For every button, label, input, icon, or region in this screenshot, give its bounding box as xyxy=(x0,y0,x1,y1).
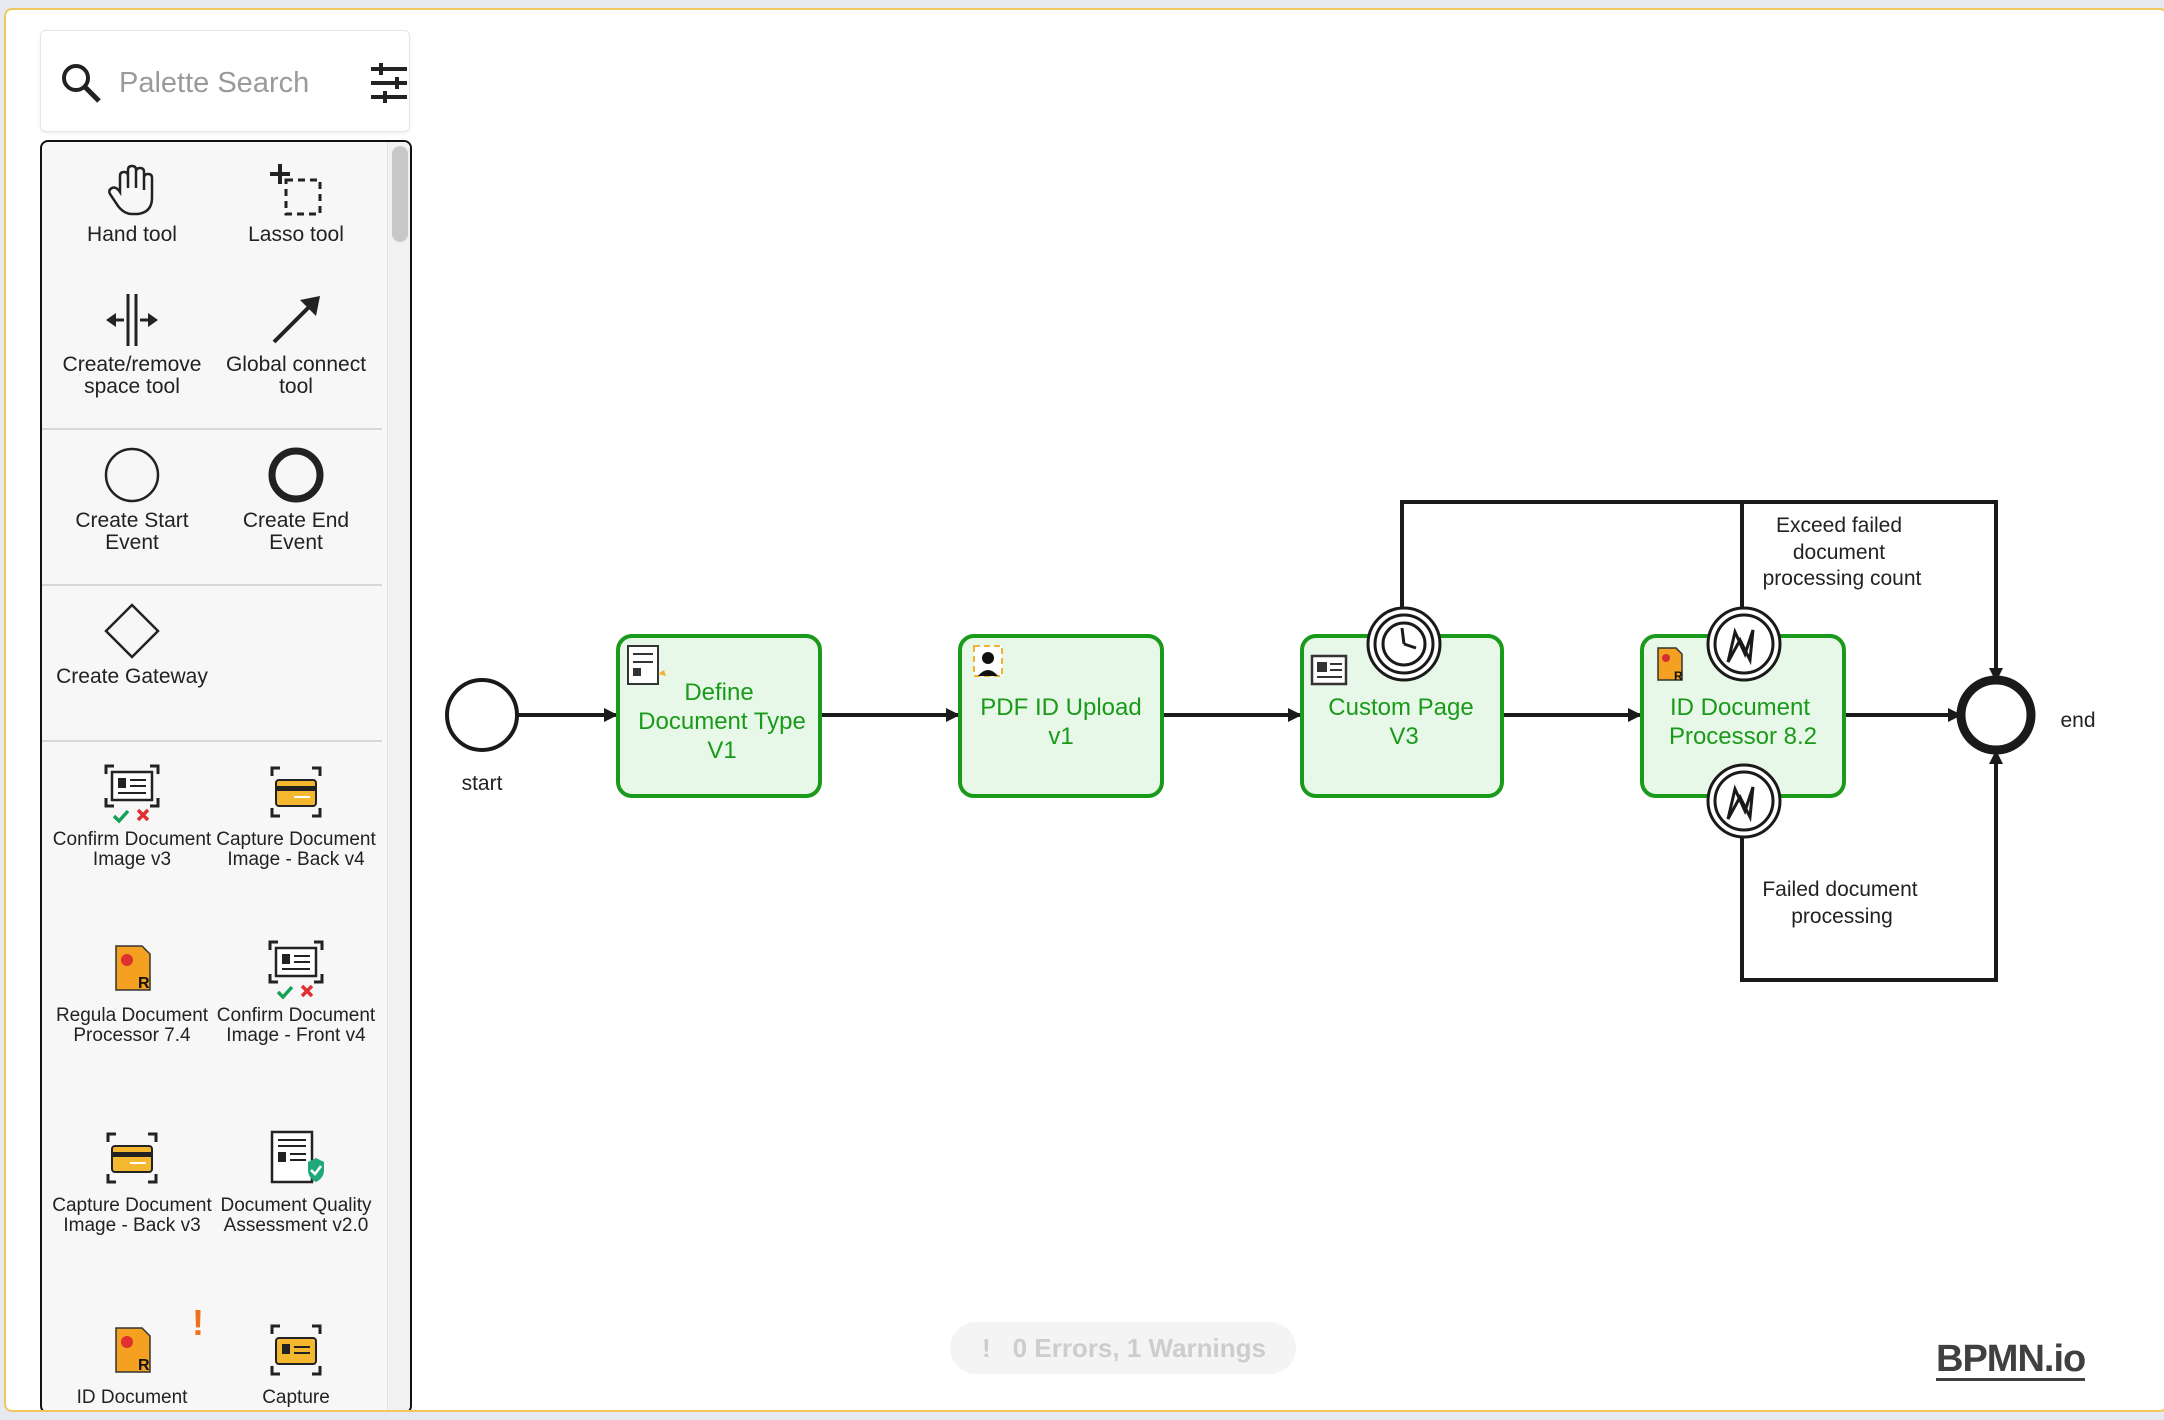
palette-item-confirm-front-v4[interactable]: Confirm Document Image - Front v4 xyxy=(214,936,378,1046)
item-label: Capture Document Image - Back v4 xyxy=(216,829,376,870)
item-label: ID Document xyxy=(76,1387,188,1408)
palette-separator xyxy=(42,584,382,586)
end-event[interactable] xyxy=(1956,675,2036,755)
confirm-document-icon xyxy=(104,764,160,824)
create-end-event[interactable]: Create End Event xyxy=(214,446,378,554)
regula-document-icon: R xyxy=(115,1327,151,1374)
tool-label: Create Start Event xyxy=(75,509,189,554)
task-label-line: V3 xyxy=(1389,723,1418,750)
task-pdf-id-upload[interactable]: PDF ID Upload v1 xyxy=(958,634,1164,798)
task-label-line: ID Document xyxy=(1670,694,1810,721)
palette-separator xyxy=(42,428,382,430)
svg-text:R: R xyxy=(138,975,150,992)
capture-document-icon xyxy=(270,1324,322,1376)
modeler-frame: start end Define Document Type V1 xyxy=(4,8,2164,1412)
create-gateway[interactable]: Create Gateway xyxy=(50,602,214,688)
task-label-line: Define xyxy=(684,679,753,706)
task-label-line: v1 xyxy=(1048,723,1073,750)
filter-settings-icon[interactable] xyxy=(367,61,411,105)
regula-document-icon: R xyxy=(1657,647,1683,683)
palette-search-input[interactable] xyxy=(117,59,351,107)
tool-label: Create End Event xyxy=(242,509,350,554)
exceed-label: processing count xyxy=(1763,567,1922,590)
custom-page-icon xyxy=(1310,654,1348,686)
space-tool-icon xyxy=(106,294,158,346)
palette-separator xyxy=(42,740,382,742)
failed-label: processing xyxy=(1791,905,1893,928)
document-type-icon xyxy=(627,645,666,685)
tool-label: Lasso tool xyxy=(248,223,344,246)
task-label-line: V1 xyxy=(707,737,736,764)
task-define-document-type[interactable]: Define Document Type V1 xyxy=(616,634,822,798)
bpmn-io-logo[interactable]: BPMN.io xyxy=(1936,1338,2086,1381)
task-label-line: Processor 8.2 xyxy=(1669,723,1817,750)
hand-tool[interactable]: Hand tool xyxy=(50,162,214,246)
palette-item-document-quality[interactable]: Document Quality Assessment v2.0 xyxy=(214,1126,378,1236)
item-label: Confirm Document Image v3 xyxy=(52,829,212,870)
palette-item-id-document[interactable]: R ID Document xyxy=(50,1318,214,1408)
diagram-svg: start end Define Document Type V1 xyxy=(445,500,2096,982)
error-boundary-bottom[interactable] xyxy=(1706,763,1782,839)
connect-arrow-icon xyxy=(272,296,320,344)
hand-icon xyxy=(108,164,154,216)
global-connect-tool[interactable]: Global connect tool xyxy=(214,292,378,398)
search-icon xyxy=(62,64,101,103)
capture-document-icon xyxy=(106,1132,158,1184)
flow-timer-end xyxy=(1400,500,2003,682)
lasso-tool[interactable]: Lasso tool xyxy=(214,162,378,246)
linting-status-text: 0 Errors, 1 Warnings xyxy=(1012,1332,1267,1363)
palette: Hand tool Lasso tool Create/remove space… xyxy=(40,140,412,1410)
regula-document-icon: R xyxy=(115,945,151,992)
palette-search xyxy=(40,30,410,132)
task-custom-page[interactable]: Custom Page V3 xyxy=(1300,634,1504,798)
start-event[interactable] xyxy=(445,678,519,752)
confirm-document-icon xyxy=(268,940,324,1000)
sequence-flows xyxy=(518,500,2003,982)
palette-item-capture-back-v3[interactable]: Capture Document Image - Back v3 xyxy=(50,1126,214,1236)
task-label-line: Custom Page xyxy=(1328,694,1473,721)
linting-status[interactable]: ! 0 Errors, 1 Warnings xyxy=(950,1322,1296,1374)
create-start-event[interactable]: Create Start Event xyxy=(50,446,214,554)
space-tool[interactable]: Create/remove space tool xyxy=(50,292,214,398)
capture-document-icon xyxy=(270,766,322,818)
task-label-line: Document Type xyxy=(638,708,806,735)
palette-item-capture[interactable]: Capture xyxy=(214,1318,378,1408)
error-icon xyxy=(1726,784,1755,823)
palette-scroll-track[interactable] xyxy=(387,142,410,1410)
task-label-line: PDF ID Upload xyxy=(980,694,1141,721)
exceed-label: document xyxy=(1793,541,1885,564)
palette-item-confirm-document-v3[interactable]: Confirm Document Image v3 xyxy=(50,760,214,870)
exceed-label: Exceed failed xyxy=(1776,514,1902,537)
tool-label: Create Gateway xyxy=(56,665,208,688)
item-label: Regula Document Processor 7.4 xyxy=(55,1005,209,1046)
start-label: start xyxy=(462,772,503,795)
svg-text:R: R xyxy=(1674,669,1683,683)
tool-label: Global connect tool xyxy=(225,353,367,398)
item-label: Capture xyxy=(262,1387,330,1408)
warning-mark: ! xyxy=(192,1302,204,1343)
tool-label: Hand tool xyxy=(87,223,177,246)
start-event-icon xyxy=(104,447,160,503)
error-boundary-top[interactable] xyxy=(1706,606,1782,682)
error-icon xyxy=(1726,627,1755,666)
lasso-icon xyxy=(270,164,322,216)
failed-label: Failed document xyxy=(1762,878,1917,901)
palette-item-regula-7-4[interactable]: R Regula Document Processor 7.4 xyxy=(50,936,214,1046)
palette-item-capture-back-v4[interactable]: Capture Document Image - Back v4 xyxy=(214,760,378,870)
gateway-icon xyxy=(104,603,160,659)
end-label: end xyxy=(2060,709,2095,732)
pdf-upload-icon xyxy=(973,645,1003,677)
tool-label: Create/remove space tool xyxy=(62,353,202,398)
palette-scrollbar[interactable] xyxy=(392,146,408,242)
diagram-canvas[interactable]: start end Define Document Type V1 xyxy=(6,10,2164,1410)
item-label: Capture Document Image - Back v3 xyxy=(52,1195,212,1236)
timer-boundary-event[interactable] xyxy=(1366,606,1442,682)
end-event-icon xyxy=(268,447,324,503)
flow-failed-end xyxy=(1740,750,2003,982)
warning-icon: ! xyxy=(982,1332,991,1363)
item-label: Document Quality Assessment v2.0 xyxy=(220,1195,372,1236)
item-label: Confirm Document Image - Front v4 xyxy=(216,1005,376,1046)
document-quality-icon xyxy=(270,1130,324,1184)
svg-text:R: R xyxy=(138,1357,150,1374)
